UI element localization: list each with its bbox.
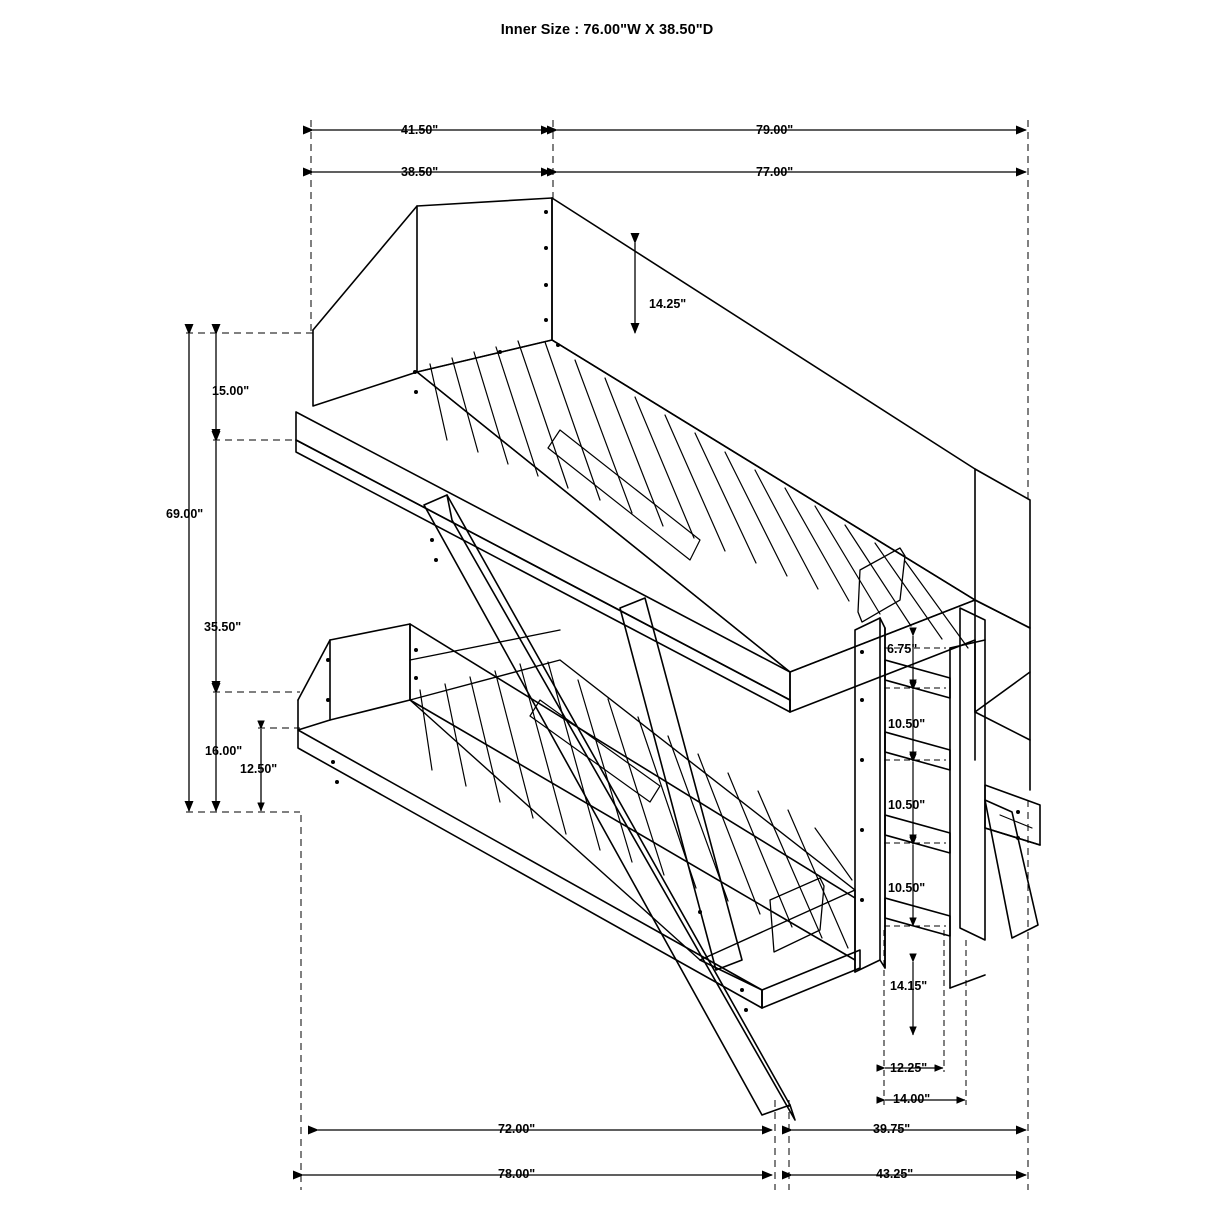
- dim-label-77-00: 77.00": [756, 165, 794, 179]
- dim-label-14-00: 14.00": [893, 1092, 931, 1106]
- dim-label-6-75: 6.75": [887, 642, 918, 656]
- dim-label-10-50-c: 10.50": [888, 881, 926, 895]
- dim-label-16-00: 16.00": [205, 744, 243, 758]
- dim-label-14-25: 14.25": [649, 297, 687, 311]
- dim-label-41-50: 41.50": [401, 123, 439, 137]
- dim-label-39-75: 39.75": [873, 1122, 911, 1136]
- dim-label-35-50: 35.50": [204, 620, 242, 634]
- dim-label-15-00: 15.00": [212, 384, 250, 398]
- dim-label-69-00: 69.00": [166, 507, 204, 521]
- dim-label-78-00: 78.00": [498, 1167, 536, 1181]
- dim-label-79-00: 79.00": [756, 123, 794, 137]
- dim-label-10-50-a: 10.50": [888, 717, 926, 731]
- dim-label-12-50: 12.50": [240, 762, 278, 776]
- dim-label-72-00: 72.00": [498, 1122, 536, 1136]
- page-title: Inner Size : 76.00"W X 38.50"D: [500, 22, 714, 38]
- dim-label-10-50-b: 10.50": [888, 798, 926, 812]
- dim-label-14-15: 14.15": [890, 979, 928, 993]
- dim-label-12-25: 12.25": [890, 1061, 928, 1075]
- dim-label-38-50: 38.50": [401, 165, 439, 179]
- dim-label-43-25: 43.25": [876, 1167, 914, 1181]
